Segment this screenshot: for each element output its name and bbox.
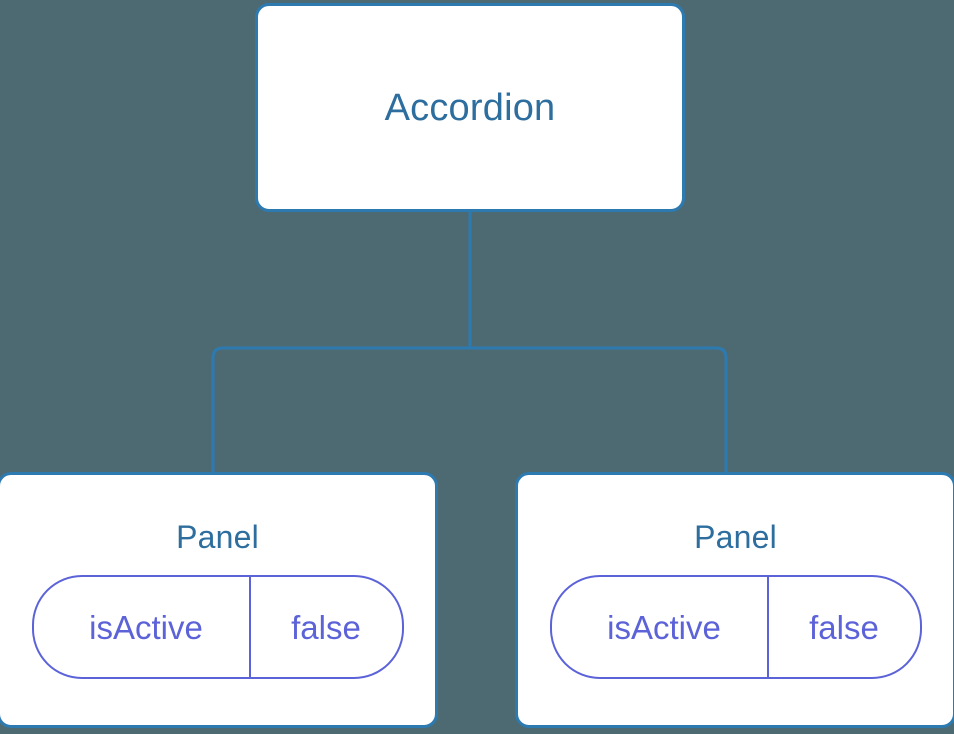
node-panel-2[interactable]: Panel isActive false: [515, 472, 954, 728]
node-panel-1[interactable]: Panel isActive false: [0, 472, 438, 728]
state-value-panel-1: false: [248, 577, 402, 677]
state-key-panel-2: isActive: [607, 608, 721, 646]
node-accordion[interactable]: Accordion: [255, 3, 685, 212]
state-key-panel-1: isActive: [89, 608, 203, 646]
state-badge-panel-2: isActive false: [549, 575, 922, 679]
node-accordion-label: Accordion: [384, 86, 556, 129]
node-panel-1-label: Panel: [176, 519, 259, 555]
edge-bus-to-panel-left: [211, 346, 470, 478]
edge-bus-to-panel-right: [470, 346, 728, 478]
state-badge-panel-1: isActive false: [31, 575, 404, 679]
state-value-panel-2: false: [766, 577, 920, 677]
node-panel-2-label: Panel: [694, 519, 777, 555]
